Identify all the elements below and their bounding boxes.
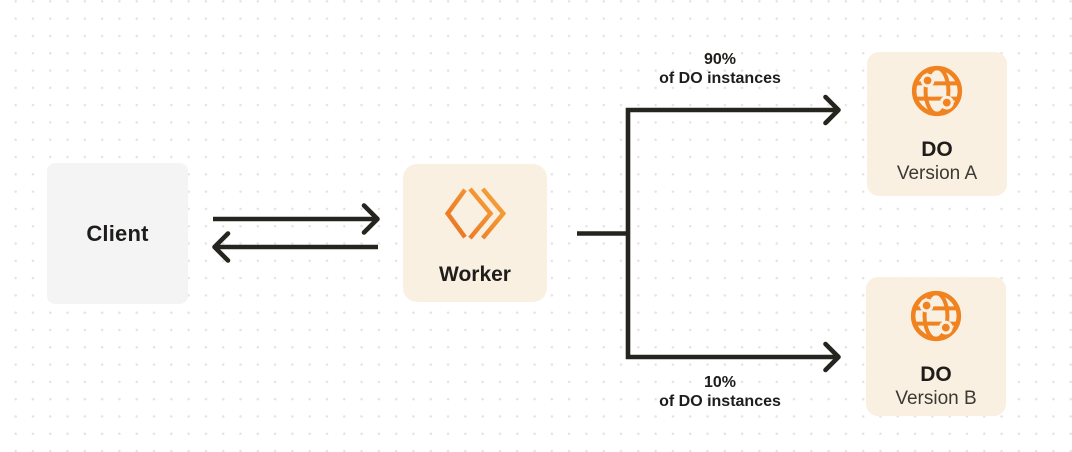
client-node: Client xyxy=(47,163,188,304)
do-a-title: DO xyxy=(921,138,953,161)
branch-bottom-percent: 10% xyxy=(703,374,737,391)
do-b-subtitle: Version B xyxy=(895,388,977,409)
branch-top-percent: 90% xyxy=(703,51,737,68)
client-label: Client xyxy=(86,220,149,246)
branch-top-label: 90% of DO instances xyxy=(600,50,840,88)
worker-label: Worker xyxy=(439,263,511,286)
do-b-title: DO xyxy=(920,363,952,386)
branch-connector xyxy=(577,94,841,373)
request-arrowhead xyxy=(361,203,380,235)
workers-logo-icon xyxy=(444,187,506,240)
response-arrow xyxy=(212,231,378,263)
branch-arrowhead-top xyxy=(823,94,841,126)
worker-node: Worker xyxy=(403,164,547,302)
do-version-b-node: DO Version B xyxy=(866,277,1006,416)
branch-bottom-label: 10% of DO instances xyxy=(600,373,840,411)
do-version-a-node: DO Version A xyxy=(867,52,1007,196)
branch-bottom-caption: of DO instances xyxy=(659,393,781,410)
branch-top-caption: of DO instances xyxy=(659,70,781,87)
globe-icon xyxy=(911,65,963,117)
globe-icon xyxy=(910,290,962,342)
response-arrowhead xyxy=(212,231,231,263)
request-arrow xyxy=(213,203,380,235)
branch-arrowhead-bottom xyxy=(823,341,841,373)
do-a-subtitle: Version A xyxy=(896,163,978,184)
